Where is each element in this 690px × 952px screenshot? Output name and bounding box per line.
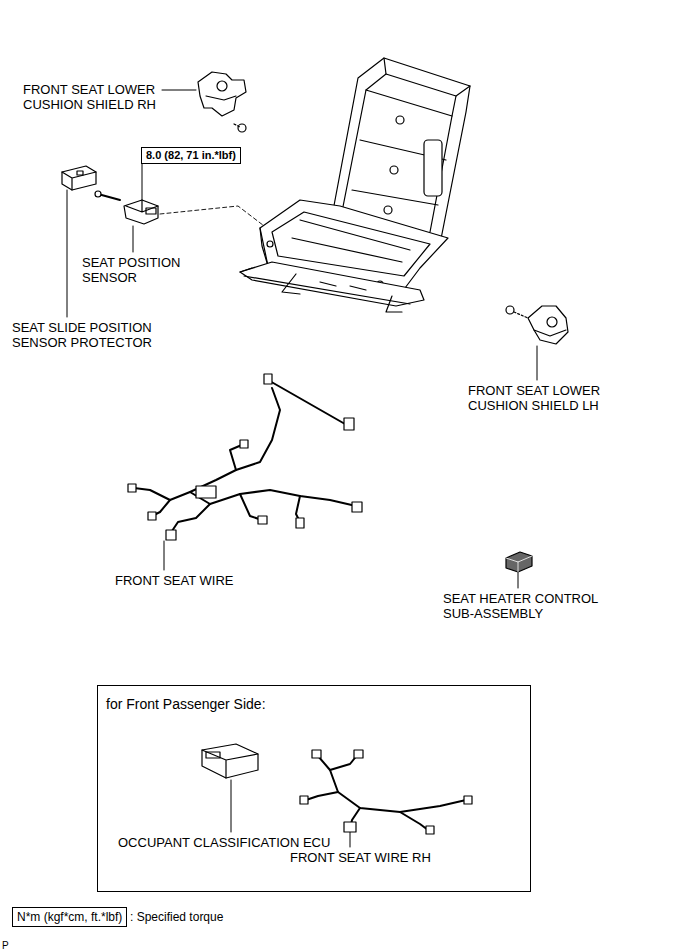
seat-frame-part	[390, 166, 398, 174]
leader-lines-part	[133, 226, 134, 252]
heater-control-part	[506, 552, 532, 572]
classification-ecu	[202, 744, 258, 778]
seat-position-sensor-part	[124, 200, 158, 224]
wire-harness-part	[240, 440, 248, 448]
seat-position-sensor-part	[95, 191, 101, 197]
wire-harness-part	[166, 530, 176, 540]
cushion-shield-rh-part	[217, 81, 227, 91]
node-text: 8.0 (82, 71 in.*lbf)	[146, 149, 236, 162]
seat-frame-part	[240, 268, 410, 304]
part-name: FRONT SEAT LOWER CUSHION SHIELD RH	[23, 82, 173, 112]
classification-ecu-part	[206, 752, 220, 758]
seat-frame-part	[396, 116, 404, 124]
wire-harness-rh-part	[300, 796, 308, 804]
seat-frame-part	[352, 90, 452, 205]
part-name: OCCUPANT CLASSIFICATION ECU	[118, 835, 330, 850]
part-name: FRONT SEAT WIRE	[115, 573, 233, 588]
seat-frame-part	[424, 140, 442, 196]
node-text: N*m (kgf*cm, ft.*lbf)	[17, 910, 122, 924]
cushion-shield-rh	[198, 72, 246, 132]
wire-harness-part	[264, 374, 272, 384]
cushion-shield-lh-part	[506, 306, 514, 314]
cushion-shield-lh-part	[547, 317, 557, 327]
leader-lines-part	[142, 164, 143, 204]
leader-lines	[67, 90, 537, 847]
seat-frame-part	[260, 228, 268, 266]
leader-lines-part	[67, 190, 68, 317]
wire-harness-rh-part	[306, 792, 338, 800]
wire-harness-part	[344, 418, 354, 430]
legend-note: : Specified torque	[130, 910, 223, 925]
wire-harness-part	[268, 380, 352, 428]
cushion-shield-lh-part	[534, 330, 566, 336]
seat-frame-part	[240, 262, 424, 306]
wire-harness-rh	[300, 750, 472, 834]
part-name: FRONT SEAT LOWER CUSHION SHIELD LH	[468, 383, 618, 413]
heater-control-part	[506, 556, 532, 572]
seat-frame-part	[282, 274, 402, 312]
cushion-shield-rh-part	[198, 72, 246, 116]
sensor-protector	[62, 166, 96, 190]
wire-harness-part	[128, 484, 136, 492]
node-text: for Front Passenger Side:	[106, 696, 522, 713]
cushion-shield-lh	[506, 306, 568, 344]
seat-frame-part	[292, 220, 410, 262]
wire-harness-rh-part	[318, 756, 466, 812]
leader-lines-part	[518, 572, 519, 588]
part-name: SEAT HEATER CONTROL SUB-ASSEMBLY	[443, 591, 613, 621]
wire-harness-part	[296, 518, 304, 528]
seat-position-sensor-part	[146, 208, 156, 214]
wire-harness-rh-part	[400, 812, 428, 830]
unit-box: N*m (kgf*cm, ft.*lbf)	[12, 907, 127, 927]
leader-lines-part	[231, 780, 232, 832]
cushion-shield-rh-part	[234, 124, 240, 127]
classification-ecu-part	[202, 750, 258, 778]
wire-harness-part	[258, 516, 267, 524]
seat-frame-part	[384, 58, 470, 96]
part-name: SEAT POSITION SENSOR	[82, 255, 197, 285]
classification-ecu-part	[202, 744, 258, 778]
seat-position-sensor-part	[126, 200, 158, 212]
seat-frame-part	[384, 206, 392, 214]
seat-frame	[240, 58, 470, 312]
sensor-protector-part	[62, 166, 96, 190]
cushion-shield-rh-part	[238, 124, 246, 132]
leader-lines-part	[162, 90, 196, 91]
leader-lines-part	[164, 541, 165, 570]
seat-frame-part	[267, 241, 273, 247]
wire-harness-part	[134, 388, 280, 500]
seat-frame-part	[338, 74, 456, 232]
leader-lines-part	[350, 832, 351, 847]
wire-harness-rh-part	[426, 826, 434, 834]
wire-harness-rh-part	[344, 822, 356, 832]
cushion-shield-lh-part	[528, 306, 568, 344]
seat-frame-part	[320, 282, 366, 290]
wire-harness-part	[148, 512, 156, 520]
sensor-protector-part	[62, 172, 96, 190]
wire-harness-part	[196, 486, 216, 498]
cushion-shield-rh-part	[206, 96, 236, 100]
wire-harness-part	[352, 502, 362, 512]
part-name: FRONT SEAT WIRE RH	[290, 850, 431, 865]
wire-harness-rh-part	[464, 796, 472, 804]
seat-position-sensor	[95, 191, 158, 224]
wire-harness-rh-part	[354, 750, 363, 758]
sensor-protector-part	[77, 171, 83, 175]
cushion-shield-lh-part	[514, 312, 528, 318]
heater-control	[506, 552, 532, 572]
torque-box: 8.0 (82, 71 in.*lbf)	[141, 147, 241, 164]
leader-lines-part	[537, 346, 538, 380]
wire-harness	[128, 374, 362, 540]
part-name: SEAT SLIDE POSITION SENSOR PROTECTOR	[12, 320, 167, 350]
wire-harness-rh-part	[312, 750, 321, 758]
page-code: P	[2, 938, 9, 952]
locator-line	[160, 206, 272, 232]
